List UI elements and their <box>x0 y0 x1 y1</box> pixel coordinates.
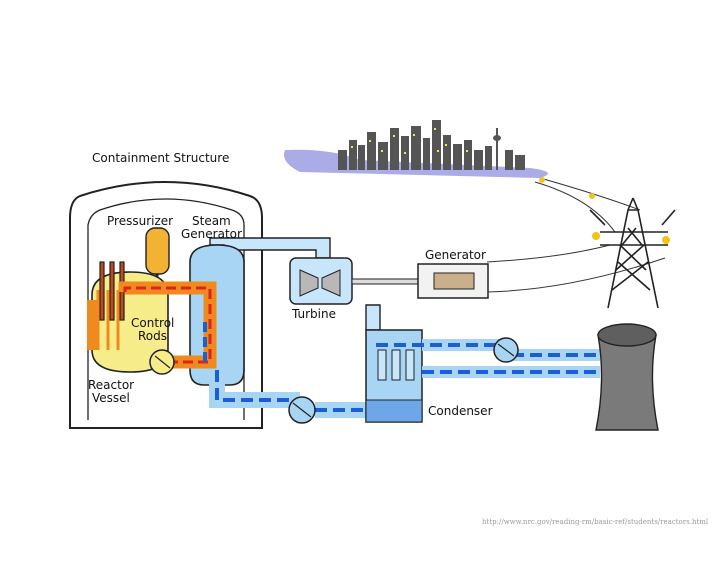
turbine <box>289 257 435 305</box>
transmission-tower <box>589 197 676 309</box>
containment-structure <box>69 181 263 429</box>
label-steam-generator-1: Steam <box>192 214 231 228</box>
generator <box>417 263 489 299</box>
label-generator: Generator <box>425 248 486 262</box>
source-url: http://www.nrc.gov/reading-rm/basic-ref/… <box>482 518 709 526</box>
cooling-water-pump <box>493 337 519 363</box>
city-skyline <box>284 120 548 178</box>
cooling-tower <box>595 323 659 431</box>
label-control-rods-1: Control <box>131 316 174 330</box>
spark-icons <box>539 177 670 244</box>
feedwater-loop <box>203 322 372 418</box>
primary-coolant-loop <box>87 281 217 369</box>
label-reactor-vessel-2: Vessel <box>92 391 130 405</box>
cooling-water-loop <box>376 339 600 378</box>
transmission-lines <box>486 177 666 293</box>
label-containment-structure: Containment Structure <box>92 151 229 165</box>
label-steam-generator-2: Generator <box>181 227 242 241</box>
label-condenser: Condenser <box>428 404 493 418</box>
label-control-rods-2: Rods <box>138 329 167 343</box>
label-turbine: Turbine <box>291 307 336 321</box>
reactor-vessel <box>91 261 169 373</box>
reactor-coolant-pump <box>149 349 175 375</box>
label-reactor-vessel-1: Reactor <box>88 378 134 392</box>
feedwater-pump <box>288 396 316 424</box>
label-pressurizer: Pressurizer <box>107 214 173 228</box>
